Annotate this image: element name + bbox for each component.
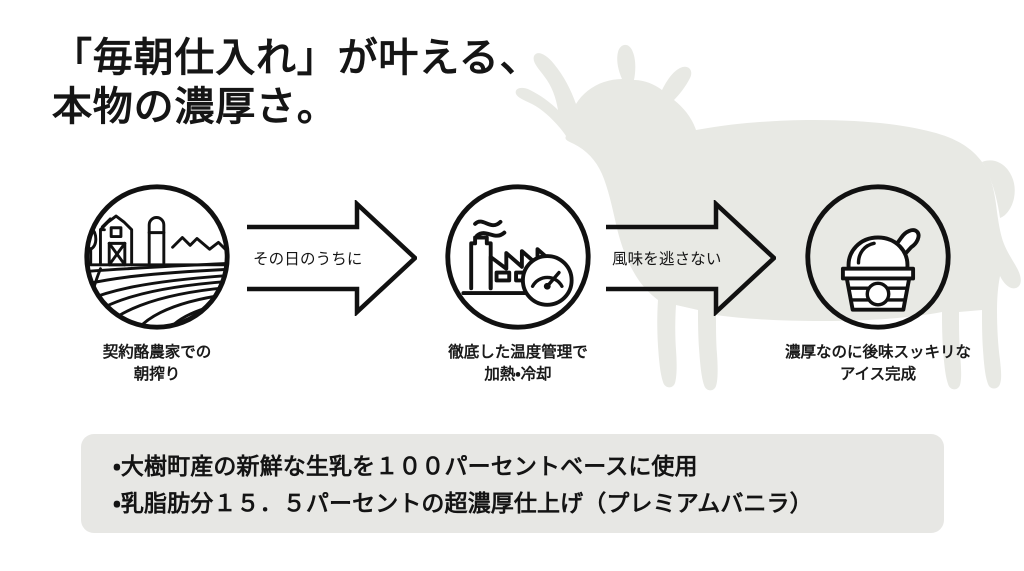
flow-step-2: 徹底した温度管理で 加熱・冷却 [440, 179, 596, 383]
flow-arrow-1-icon [247, 200, 417, 316]
flow-step-2-caption-line-2: 加熱・冷却 [484, 366, 552, 384]
flow-step-3-caption-line-1: 濃厚なのに後味スッキリな [784, 344, 972, 361]
ice-cream-cup-icon [805, 184, 951, 330]
headline-line-2: 本物の濃厚さ。 [52, 83, 338, 129]
flow-step-1: 契約酪農家での 朝搾り [79, 179, 235, 383]
flow-step-2-caption: 徹底した温度管理で 加熱・冷却 [448, 342, 588, 387]
feature-bullet-box: ・大樹町産の新鮮な生乳を１００パーセントベースに使用 ・乳脂肪分１５．５パーセン… [81, 434, 944, 533]
factory-gauge-icon [445, 184, 591, 330]
flow-step-1-caption-line-2: 朝搾り [133, 366, 181, 384]
flow-arrow-1-label: その日のうちに [253, 251, 363, 268]
flow-step-1-caption: 契約酪農家での 朝搾り [103, 342, 212, 387]
flow-arrow-2-label: 風味を逃さない [612, 251, 722, 268]
headline-line-1: 「毎朝仕入れ」が叶える、 [52, 35, 541, 80]
flow-step-3-caption: 濃厚なのに後味スッキリな アイス完成 [785, 342, 971, 387]
flow-step-3: 濃厚なのに後味スッキリな アイス完成 [785, 179, 971, 383]
flow-step-3-caption-line-2: アイス完成 [839, 366, 917, 384]
page-title: 「毎朝仕入れ」が叶える、 本物の濃厚さ。 [52, 34, 540, 132]
flow-step-2-caption-line-1: 徹底した温度管理で [448, 344, 588, 361]
flow-step-1-caption-line-1: 契約酪農家での [102, 344, 212, 361]
bullet-item-2: ・乳脂肪分１５．５パーセントの超濃厚仕上げ（プレミアムバニラ） [113, 491, 813, 517]
bullet-item-1: ・大樹町産の新鮮な生乳を１００パーセントベースに使用 [113, 454, 698, 479]
farm-barn-icon [84, 184, 230, 330]
